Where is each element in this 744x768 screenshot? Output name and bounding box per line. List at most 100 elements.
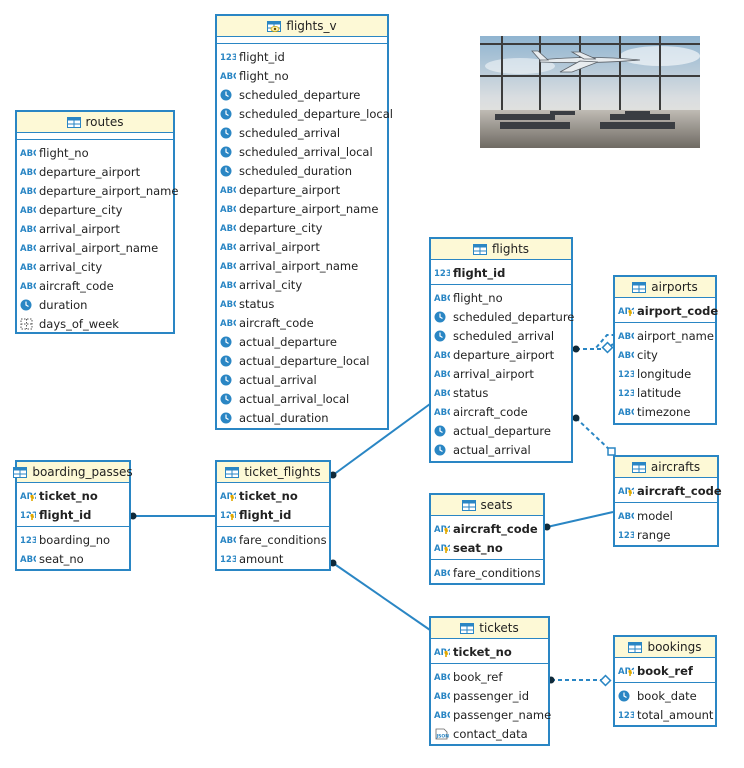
column-row[interactable]: days_of_week: [17, 314, 173, 333]
entity-title: tickets: [479, 621, 519, 635]
column-row[interactable]: ABCarrival_city: [217, 275, 387, 294]
text-type-icon: ABC: [434, 292, 450, 304]
table-aircrafts[interactable]: aircraftsABCaircraft_codeABCmodel123rang…: [613, 455, 722, 547]
column-row[interactable]: ABCflight_no: [17, 143, 173, 162]
key-column-row[interactable]: ABCticket_no: [217, 486, 329, 505]
column-row[interactable]: ABCdeparture_airport: [217, 180, 387, 199]
text-type-icon: ABC: [434, 690, 450, 702]
column-row[interactable]: ABCairport_name: [615, 326, 715, 345]
column-row[interactable]: duration: [17, 295, 173, 314]
column-row[interactable]: ABCdeparture_city: [217, 218, 387, 237]
relation-ticket-flights-to-flights[interactable]: [332, 403, 431, 476]
table-ticket-flights[interactable]: ticket_flightsABCticket_no123flight_idAB…: [215, 460, 331, 571]
entity-header[interactable]: ticket_flights: [217, 462, 329, 483]
column-row[interactable]: ABCpassenger_id: [431, 686, 548, 705]
column-row[interactable]: ABCfare_conditions: [217, 530, 329, 549]
column-row[interactable]: scheduled_arrival: [217, 123, 387, 142]
column-row[interactable]: ABCflight_no: [217, 66, 387, 85]
column-row[interactable]: ABCstatus: [431, 383, 571, 402]
column-row[interactable]: ABCseat_no: [17, 549, 129, 568]
key-column-row[interactable]: ABCseat_no: [431, 538, 543, 557]
column-row[interactable]: ABCarrival_airport: [217, 237, 387, 256]
column-row[interactable]: ABCdeparture_city: [17, 200, 173, 219]
table-routes[interactable]: routesABCflight_noABCdeparture_airportAB…: [15, 110, 178, 334]
table-boarding-passes[interactable]: boarding_passesABCticket_no123flight_id1…: [13, 460, 133, 571]
table-tickets[interactable]: ticketsABCticket_noABCbook_refABCpasseng…: [429, 616, 551, 746]
relation-flights-to-aircrafts[interactable]: [575, 417, 613, 453]
entity-header[interactable]: routes: [17, 112, 173, 133]
column-name: latitude: [637, 385, 682, 400]
column-row[interactable]: scheduled_departure: [431, 307, 574, 326]
column-row[interactable]: actual_departure_local: [217, 351, 387, 370]
entity-header[interactable]: seats: [431, 495, 543, 516]
column-row[interactable]: actual_arrival: [217, 370, 387, 389]
column-row[interactable]: scheduled_arrival: [431, 326, 571, 345]
column-row[interactable]: ABCbook_ref: [431, 667, 548, 686]
column-row[interactable]: ABCaircraft_code: [17, 276, 173, 295]
table-airports[interactable]: airportsABCairport_codeABCairport_nameAB…: [613, 275, 718, 425]
view-flights-v[interactable]: flights_v123flight_idABCflight_noschedul…: [215, 14, 393, 430]
column-row[interactable]: ABCdeparture_airport_name: [217, 199, 387, 218]
column-row[interactable]: ABCstatus: [217, 294, 387, 313]
column-row[interactable]: ABCtimezone: [615, 402, 715, 421]
column-row[interactable]: ABCaircraft_code: [431, 402, 571, 421]
column-row[interactable]: actual_arrival_local: [217, 389, 387, 408]
entity-header[interactable]: boarding_passes: [13, 462, 133, 483]
column-row[interactable]: actual_duration: [217, 408, 387, 427]
key-column-row[interactable]: ABCairport_code: [615, 301, 718, 320]
table-flights[interactable]: flights123flight_idABCflight_noscheduled…: [429, 237, 574, 463]
key-column-row[interactable]: ABCticket_no: [17, 486, 129, 505]
entity-header[interactable]: flights: [431, 239, 571, 260]
column-row[interactable]: actual_departure: [431, 421, 571, 440]
column-row[interactable]: scheduled_duration: [217, 161, 387, 180]
column-row[interactable]: ABCarrival_airport_name: [217, 256, 387, 275]
column-row[interactable]: ABCdeparture_airport: [431, 345, 571, 364]
table-seats[interactable]: seatsABCaircraft_codeABCseat_noABCfare_c…: [429, 493, 545, 585]
relation-seats-to-aircrafts[interactable]: [546, 511, 614, 528]
column-row[interactable]: actual_arrival: [431, 440, 571, 459]
entity-header[interactable]: tickets: [431, 618, 548, 639]
column-row[interactable]: ABCpassenger_name: [431, 705, 551, 724]
relation-ticket-flights-to-tickets[interactable]: [332, 562, 431, 631]
column-row[interactable]: book_date: [615, 686, 715, 705]
column-name: aircraft_code: [453, 521, 538, 536]
column-row[interactable]: ABCaircraft_code: [217, 313, 387, 332]
column-row[interactable]: ABCdeparture_airport_name: [17, 181, 178, 200]
key-column-row[interactable]: ABCbook_ref: [615, 661, 715, 680]
column-row[interactable]: ABCcity: [615, 345, 715, 364]
key-column-row[interactable]: ABCticket_no: [431, 642, 548, 661]
column-row[interactable]: scheduled_departure_local: [217, 104, 393, 123]
column-row[interactable]: ABCflight_no: [431, 288, 571, 307]
key-column-row[interactable]: ABCaircraft_code: [615, 481, 722, 500]
column-row[interactable]: ABCfare_conditions: [431, 563, 543, 582]
column-row[interactable]: ABCarrival_airport: [431, 364, 571, 383]
column-row[interactable]: ABCmodel: [615, 506, 717, 525]
text-type-icon: ABC: [220, 184, 236, 196]
column-row[interactable]: ABCarrival_city: [17, 257, 173, 276]
entity-header[interactable]: aircrafts: [615, 457, 717, 478]
svg-text:ABC: ABC: [220, 319, 236, 329]
column-row[interactable]: ABCdeparture_airport: [17, 162, 173, 181]
column-row[interactable]: ABCarrival_airport_name: [17, 238, 173, 257]
entity-header[interactable]: flights_v: [217, 16, 387, 37]
entity-header[interactable]: airports: [615, 277, 715, 298]
column-row[interactable]: actual_departure: [217, 332, 387, 351]
column-row[interactable]: scheduled_arrival_local: [217, 142, 387, 161]
key-column-row[interactable]: ABCaircraft_code: [431, 519, 543, 538]
column-row[interactable]: scheduled_departure: [217, 85, 387, 104]
entity-header[interactable]: bookings: [615, 637, 715, 658]
table-bookings[interactable]: bookingsABCbook_ref book_date123total_amo…: [613, 635, 717, 727]
column-row[interactable]: ABCarrival_airport: [17, 219, 173, 238]
